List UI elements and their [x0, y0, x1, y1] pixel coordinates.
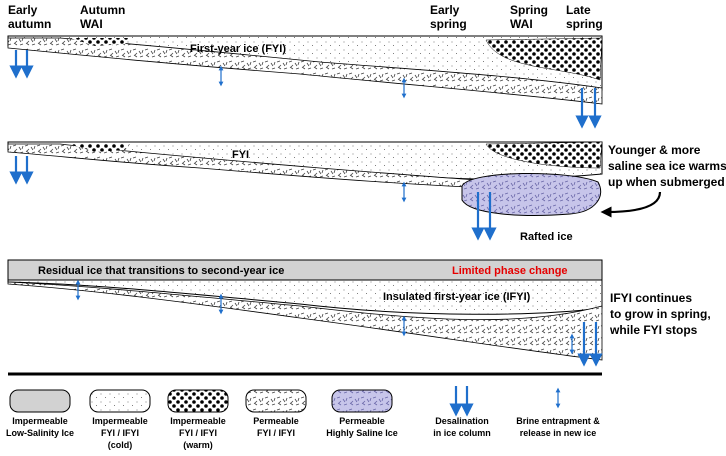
legend-label-saline-2: Highly Saline Ice [326, 428, 398, 438]
label-early-spring-2: spring [430, 17, 467, 31]
legend-label-brine-1: Brine entrapment & [516, 416, 600, 426]
label-spring-wai-1: Spring [510, 3, 548, 17]
label-late-spring-2: spring [566, 17, 603, 31]
ifyi-label: Insulated first-year ice (IFYI) [383, 291, 531, 303]
legend-swatch-permeable [245, 389, 307, 413]
panel3-note-1: IFYI continues [610, 291, 692, 305]
autumn-wai-patch [70, 38, 130, 46]
label-autumn-wai-1: Autumn [80, 3, 125, 17]
panel2-label: FYI [232, 149, 249, 161]
limited-label: Limited phase change [452, 265, 568, 277]
panel3-note-3: while FYI stops [609, 323, 698, 337]
legend-swatch-cold [89, 389, 151, 413]
permeable-layer [7, 37, 603, 105]
legend-label-warm-2: FYI / IFYI [179, 428, 217, 438]
legend-label-cold-2: FYI / IFYI [101, 428, 139, 438]
spring-wai-patch-2 [485, 141, 603, 169]
legend-swatch-warm [167, 389, 229, 413]
panel2-note-2: saline sea ice warms [608, 159, 726, 173]
panel-3: Residual ice that transitions to second-… [7, 259, 711, 367]
header-labels: Early autumn Autumn WAI Early spring Spr… [8, 3, 603, 31]
label-early-autumn-2: autumn [8, 17, 51, 31]
legend-label-permeable-2: FYI / IFYI [257, 428, 295, 438]
label-early-spring-1: Early [430, 3, 460, 17]
rafted-ice [461, 172, 602, 216]
legend-label-cold-1: Impermeable [92, 416, 148, 426]
legend-label-warm-1: Impermeable [170, 416, 226, 426]
label-late-spring-1: Late [566, 3, 591, 17]
panel-2: FYI Rafted ice Younger & more saline sea… [7, 141, 726, 243]
label-autumn-wai-2: WAI [80, 17, 103, 31]
legend-label-brine-2: release in new ice [520, 428, 597, 438]
legend-swatch-saline [331, 389, 393, 413]
legend: Impermeable Low-Salinity Ice Impermeable… [6, 386, 600, 450]
legend-label-cold-3: (cold) [108, 440, 133, 450]
legend-label-low-salinity-2: Low-Salinity Ice [6, 428, 74, 438]
panel3-note-2: to grow in spring, [610, 307, 711, 321]
panel-1: First-year ice (FYI) [7, 35, 603, 129]
residual-label: Residual ice that transitions to second-… [38, 265, 284, 277]
legend-label-low-salinity-1: Impermeable [12, 416, 68, 426]
legend-swatch-low-salinity [9, 389, 71, 413]
panel2-note-3: up when submerged [608, 175, 725, 189]
spring-wai-patch [485, 37, 603, 81]
legend-label-saline-1: Permeable [339, 416, 385, 426]
panel2-note-1: Younger & more [608, 143, 701, 157]
legend-label-warm-3: (warm) [183, 440, 213, 450]
rafted-label: Rafted ice [520, 231, 573, 243]
label-spring-wai-2: WAI [510, 17, 533, 31]
label-early-autumn-1: Early [8, 3, 38, 17]
legend-label-desalination-2: in ice column [433, 428, 491, 438]
legend-label-permeable-1: Permeable [253, 416, 299, 426]
autumn-wai-patch-2 [70, 144, 130, 152]
panel1-label: First-year ice (FYI) [190, 43, 286, 55]
legend-label-desalination-1: Desalination [435, 416, 489, 426]
